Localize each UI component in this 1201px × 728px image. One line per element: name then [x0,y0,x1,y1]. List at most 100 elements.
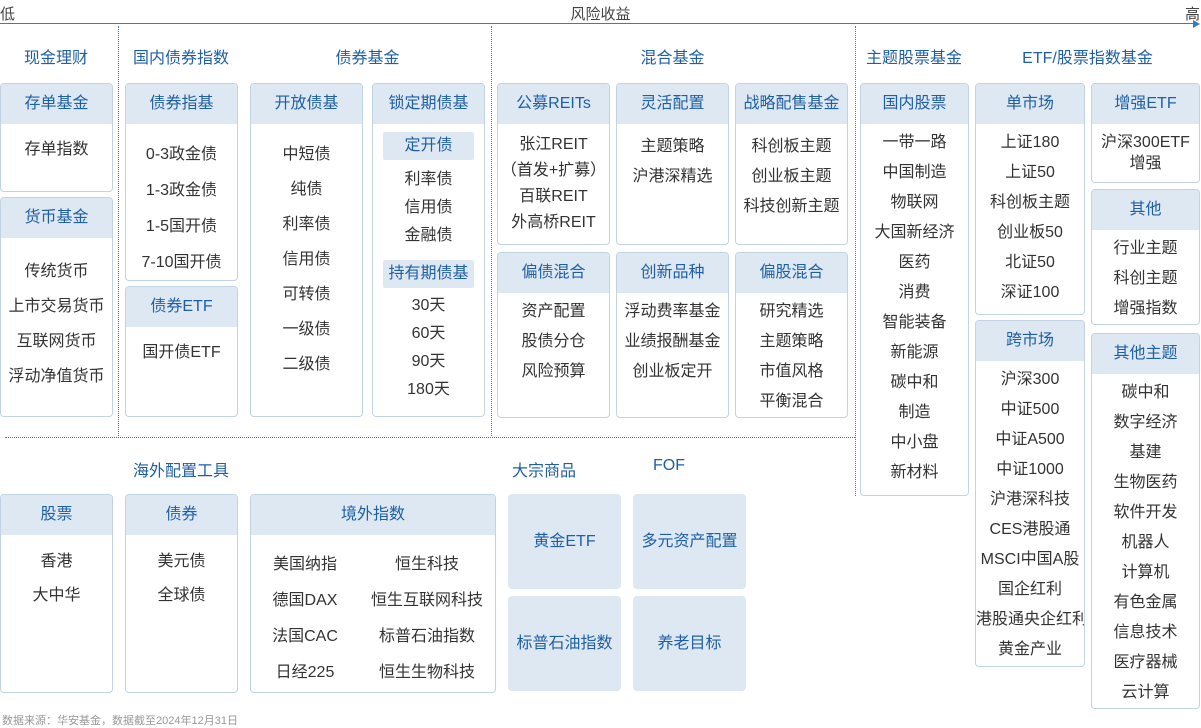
box-domestic-equity: 国内股票 一带一路 中国制造 物联网 大国新经济 医药 消费 智能装备 新能源 … [860,83,969,496]
box-strategic: 战略配售基金 科创板主题 创业板主题 科技创新主题 [735,83,848,245]
list-item: 创业板50 [997,224,1063,241]
box-bond-mixed: 偏债混合 资产配置 股债分仓 风险预算 [497,252,610,418]
box-open-bond: 开放债基 中短债 纯债 利率债 信用债 可转债 一级债 二级债 [250,83,363,417]
section-fof: FOF [653,457,685,474]
list-item: 全球债 [157,587,206,604]
divider-mixed-equity [855,26,856,496]
list-item: 行业主题 [1113,240,1178,257]
box-cross-market: 跨市场 沪深300 中证500 中证A500 中证1000 沪港深科技 CES港… [975,320,1085,667]
box-bonds: 债券 美元债 全球债 [125,494,238,693]
box-title: 创新品种 [617,253,728,293]
list-item: 中国制造 [882,164,947,181]
box-other-themes: 其他主题 碳中和 数字经济 基建 生物医药 软件开发 机器人 计算机 有色金属 … [1091,333,1200,709]
box-title: 锁定期债基 [373,84,484,124]
box-innovative: 创新品种 浮动费率基金 业绩报酬基金 创业板定开 [616,252,729,418]
list-item: 金融债 [404,227,453,244]
list-item: 浮动净值货币 [8,368,105,385]
list-item: 智能装备 [882,314,947,331]
list-item: 浮动费率基金 [624,303,721,320]
list-item: 股债分仓 [521,333,586,350]
list-item: 数字经济 [1113,414,1178,431]
list-item: 沪深300 [1000,371,1060,388]
list-item: 中证500 [1000,401,1060,418]
box-bond-index: 债券指基 0-3政金债 1-3政金债 1-5国开债 7-10国开债 [125,83,238,281]
section-bond-fund: 债券基金 [335,50,400,67]
list-item: 医药 [898,254,931,271]
list-item: 中短债 [282,146,331,163]
list-item: 科创主题 [1113,270,1178,287]
data-source-note: 数据来源：华安基金，数据截至2024年12月31日 [2,715,238,727]
tile-multi-asset: 多元资产配置 [633,494,746,589]
list-item: 利率债 [404,171,453,188]
box-title: 债券指基 [126,84,237,124]
box-enhanced-etf: 增强ETF 沪深300ETF 增强 [1091,83,1200,183]
list-item: 计算机 [1121,564,1170,581]
list-item: 物联网 [890,194,939,211]
list-item: 一带一路 [882,134,947,151]
list-item: 医疗器械 [1113,654,1178,671]
list-item: 国企红利 [997,581,1062,598]
box-money-fund: 货币基金 传统货币 上市交易货币 互联网货币 浮动净值货币 [0,197,113,417]
box-title: 存单基金 [1,84,112,124]
section-cash: 现金理财 [23,50,88,67]
list-item: 主题策略 [759,333,824,350]
list-item: 1-3政金债 [145,182,218,199]
list-item: 沪港深科技 [989,491,1070,508]
list-item: 云计算 [1121,684,1170,701]
list-item: 碳中和 [1121,384,1170,401]
box-title: 偏债混合 [498,253,609,293]
divider-bond-mixed [491,26,492,436]
list-item: 科创板主题 [751,138,832,155]
list-item: 科创板主题 [989,194,1070,211]
list-item: MSCI中国A股 [980,551,1080,568]
list-item: 平衡混合 [759,393,824,410]
list-item: 沪深300ETF [1101,134,1190,151]
list-item: 纯债 [290,181,323,198]
list-item: 碳中和 [890,374,939,391]
list-item: 机器人 [1121,534,1170,551]
list-item: 新材料 [890,464,939,481]
list-item: 研究精选 [759,303,824,320]
list-item: 科技创新主题 [743,198,840,215]
divider-cash-bond [118,26,119,436]
risk-return-title: 风险收益 [570,6,631,23]
list-item: 资产配置 [521,303,586,320]
box-title: 债券 [126,495,237,535]
axis-arrow-icon [1193,20,1200,28]
list-item: 上证50 [1005,164,1055,181]
list-item: 标普石油指数 [378,628,475,645]
sub-header-fixed-open: 定开债 [383,132,474,160]
box-stocks: 股票 香港 大中华 [0,494,113,693]
box-title: 单市场 [976,84,1084,124]
list-item: 日经225 [275,664,335,681]
box-title: 偏股混合 [736,253,847,293]
list-item: 利率债 [282,216,331,233]
list-item: 传统货币 [24,263,89,280]
list-item: 美国纳指 [272,556,337,573]
list-item: 7-10国开债 [141,254,222,271]
list-item: 香港 [40,553,73,570]
list-item: 90天 [411,353,446,370]
list-item: 创业板定开 [632,363,713,380]
box-bond-etf: 债券ETF 国开债ETF [125,286,238,417]
box-title: 货币基金 [1,198,112,238]
list-item: 中小盘 [890,434,939,451]
list-item: 恒生生物科技 [378,664,475,681]
list-item: 大中华 [32,587,81,604]
box-title: 境外指数 [251,495,495,535]
list-item: 消费 [898,284,931,301]
low-risk-label: 低 [0,6,16,23]
tile-gold-etf: 黄金ETF [508,494,621,589]
list-item: 法国CAC [272,628,338,645]
list-item: 中证1000 [996,461,1064,478]
box-overseas-index: 境外指数 美国纳指 德国DAX 法国CAC 日经225 恒生科技 恒生互联网科技… [250,494,496,693]
box-title: 债券ETF [126,287,237,327]
list-item: 30天 [411,297,446,314]
risk-axis-line [0,23,1195,24]
list-item: 0-3政金债 [145,146,218,163]
box-cd-fund: 存单基金 存单指数 [0,83,113,192]
list-item: 风险预算 [521,363,586,380]
box-title: 跨市场 [976,321,1084,361]
list-item: 业绩报酬基金 [624,333,721,350]
list-item: 沪港深精选 [632,168,713,185]
